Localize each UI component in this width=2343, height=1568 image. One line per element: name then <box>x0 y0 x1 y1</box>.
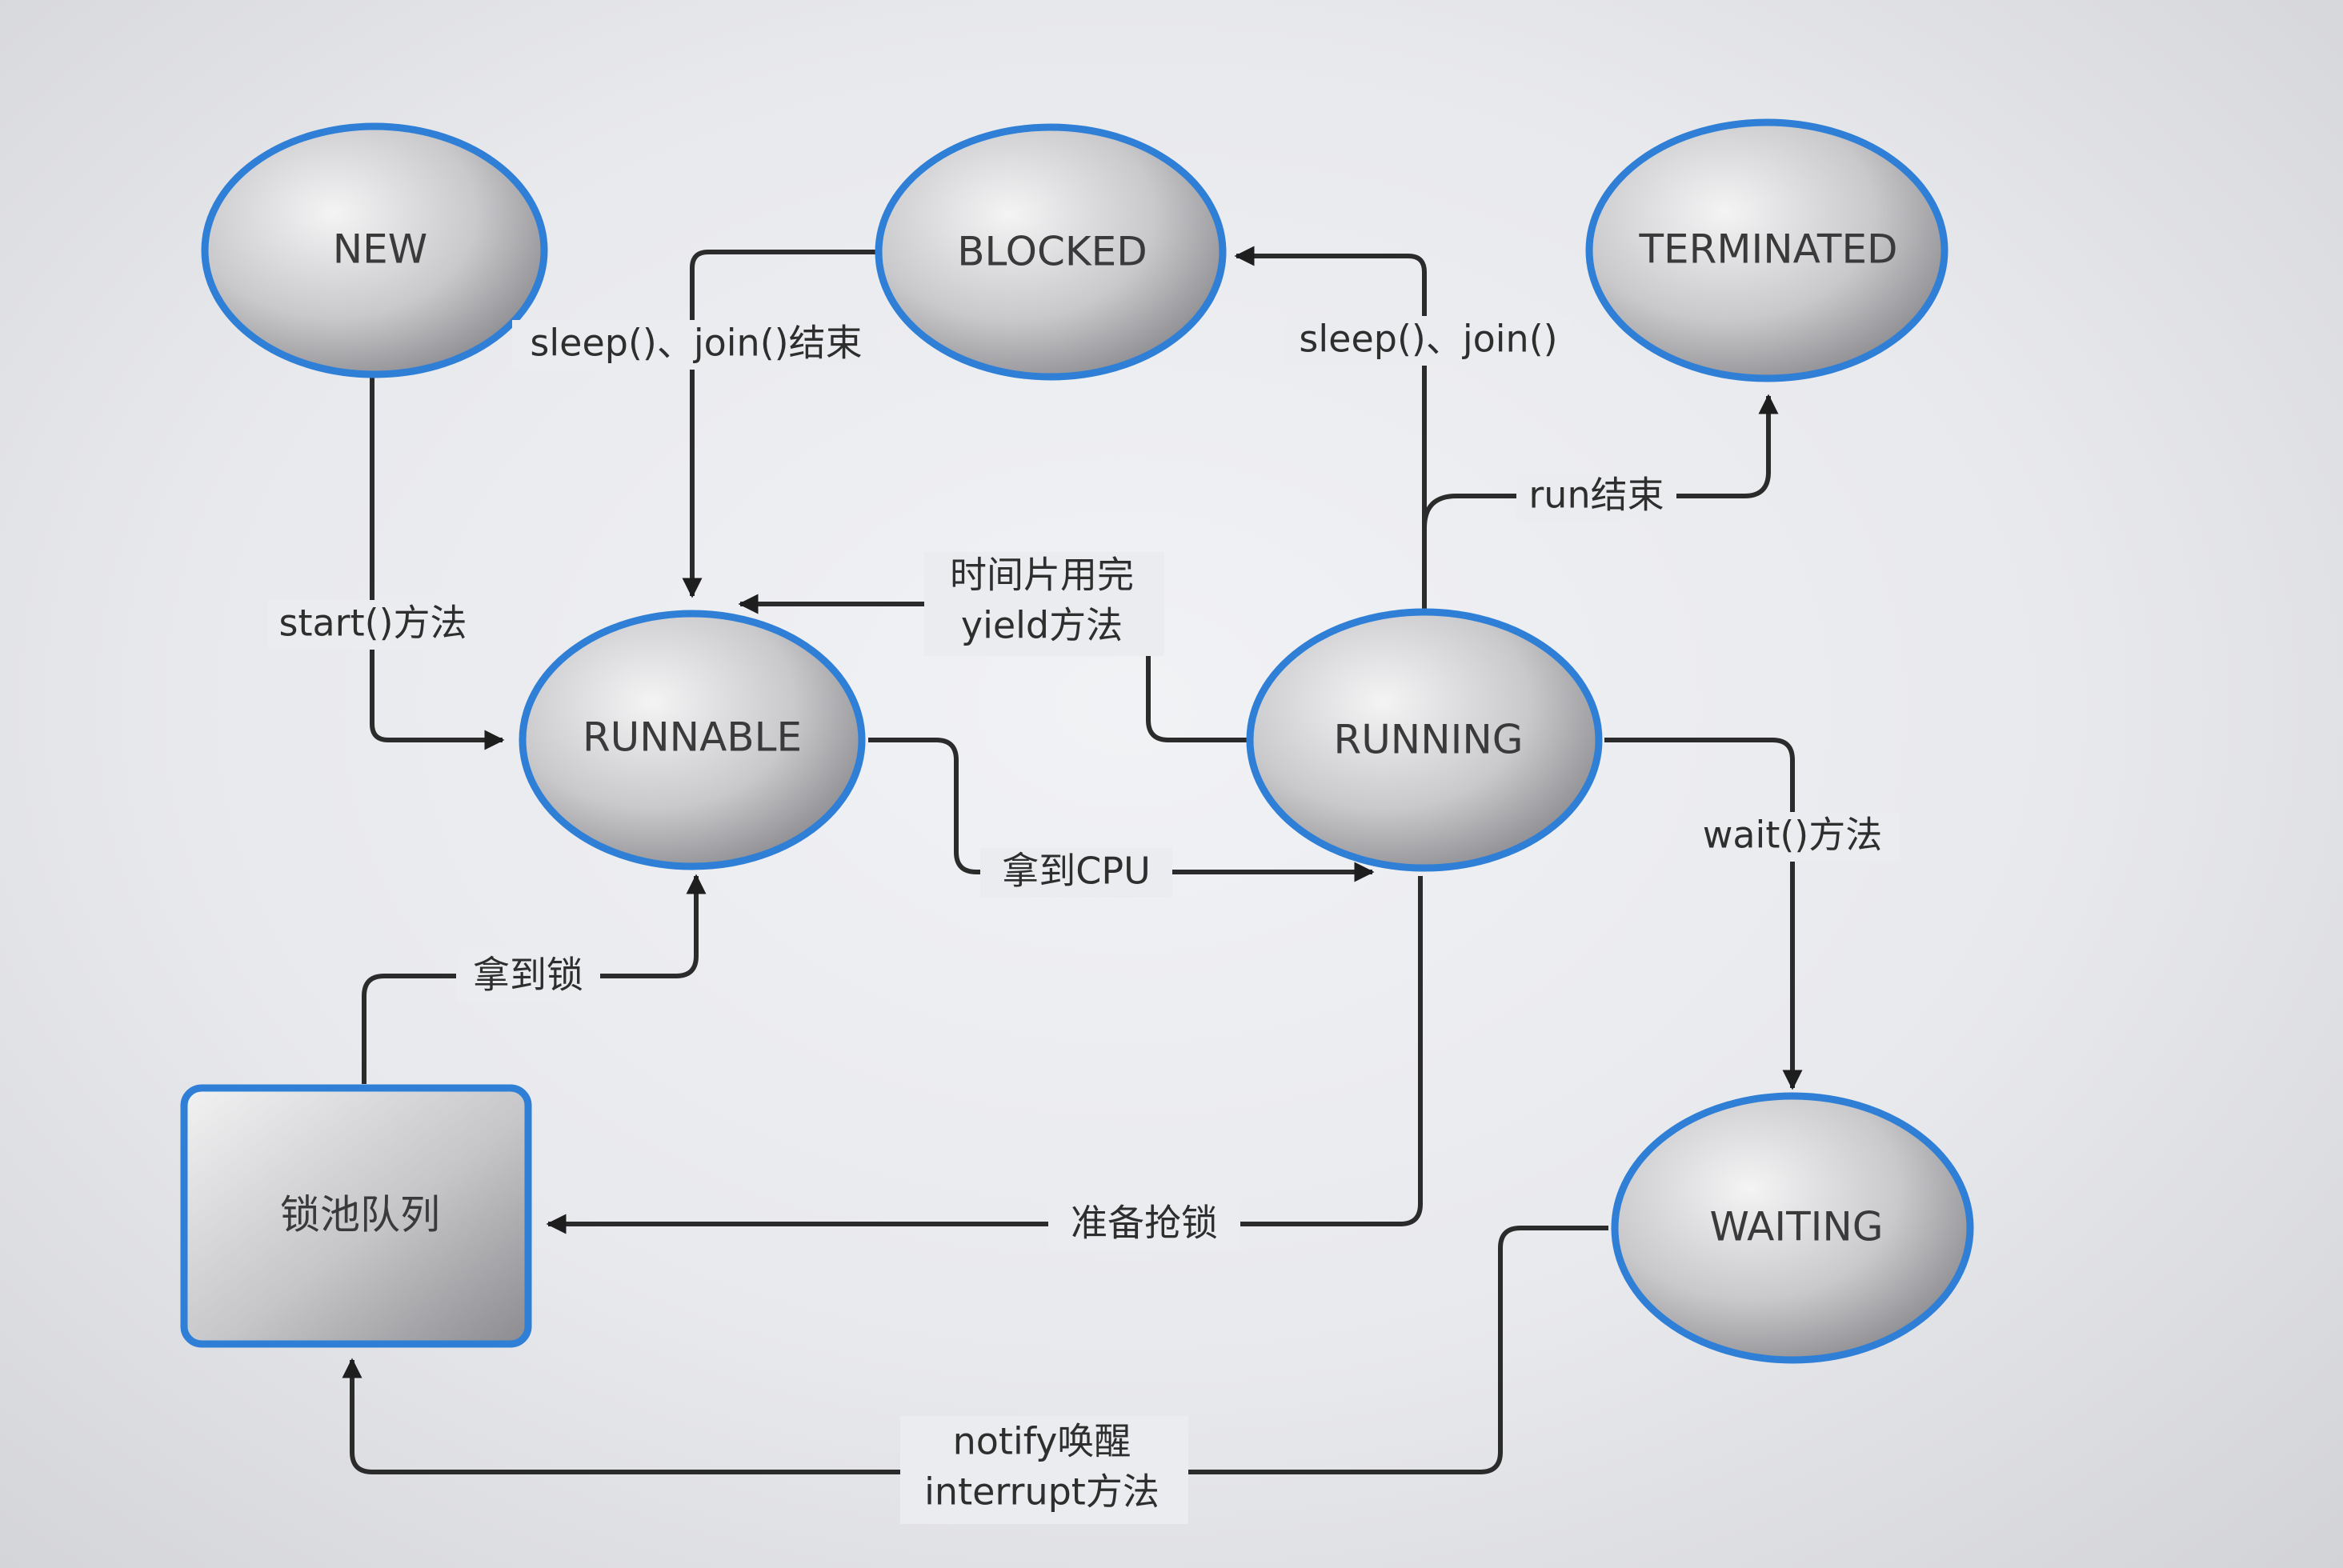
node-runnable-label: RUNNABLE <box>583 714 802 761</box>
label-yield: yield方法 <box>961 604 1123 647</box>
label-get-lock-group: 拿到锁 <box>456 952 600 1002</box>
label-get-lock: 拿到锁 <box>473 954 583 997</box>
node-lock-pool: 锁池队列 <box>180 1084 532 1348</box>
label-interrupt: interrupt方法 <box>924 1470 1159 1514</box>
edge-sleep-join-end <box>682 250 876 598</box>
edge-sleep-join <box>1234 246 1427 612</box>
label-run-end-group: run结束 <box>1516 474 1676 522</box>
label-notify: notify唤醒 <box>953 1420 1131 1463</box>
edge-notify-interrupt <box>342 1226 1608 1474</box>
edge-prepare-lock <box>546 876 1423 1234</box>
label-sleep-join-end-group: sleep()、join()结束 <box>512 320 880 370</box>
node-lock-pool-label: 锁池队列 <box>280 1192 440 1238</box>
label-notify-interrupt-group: notify唤醒 interrupt方法 <box>900 1416 1188 1524</box>
node-runnable: RUNNABLE <box>519 610 866 870</box>
edge-wait <box>1604 738 1803 1090</box>
node-waiting: WAITING <box>1611 1092 1974 1364</box>
label-get-cpu: 拿到CPU <box>1002 850 1151 893</box>
label-sleep-join: sleep()、join() <box>1299 318 1557 361</box>
label-get-cpu-group: 拿到CPU <box>980 848 1172 898</box>
label-prepare-lock: 准备抢锁 <box>1071 1202 1218 1245</box>
node-running-label: RUNNING <box>1333 717 1523 763</box>
node-terminated-label: TERMINATED <box>1638 226 1897 273</box>
node-new: NEW <box>201 122 548 378</box>
node-blocked-label: BLOCKED <box>957 229 1147 275</box>
node-waiting-label: WAITING <box>1709 1204 1883 1250</box>
label-wait: wait()方法 <box>1703 814 1883 857</box>
label-prepare-lock-group: 准备抢锁 <box>1048 1200 1240 1250</box>
node-new-label: NEW <box>333 226 427 273</box>
label-wait-group: wait()方法 <box>1684 812 1900 862</box>
edge-start <box>370 376 505 750</box>
label-timeslice: 时间片用完 <box>950 554 1134 597</box>
label-timeslice-yield-group: 时间片用完 yield方法 <box>924 552 1164 656</box>
node-blocked: BLOCKED <box>875 123 1227 381</box>
label-start: start()方法 <box>278 602 467 645</box>
node-terminated: TERMINATED <box>1585 118 1948 382</box>
edge-get-cpu <box>868 738 1375 882</box>
label-sleep-join-end: sleep()、join()结束 <box>530 322 862 365</box>
label-sleep-join-group: sleep()、join() <box>1284 316 1572 366</box>
node-running: RUNNING <box>1246 608 1603 872</box>
label-start-group: start()方法 <box>268 600 476 650</box>
label-run-end: run结束 <box>1528 474 1664 517</box>
